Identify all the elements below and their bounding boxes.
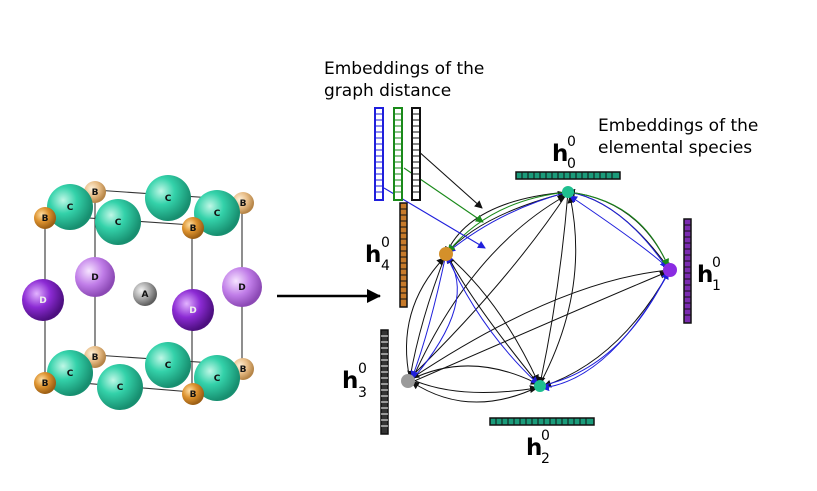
svg-text:h: h xyxy=(552,141,568,167)
svg-text:0: 0 xyxy=(381,235,390,251)
atom-c-front-bottom-right: C xyxy=(194,355,240,401)
svg-text:B: B xyxy=(240,199,247,209)
atom-d-middle-left-front: D xyxy=(22,279,64,321)
svg-text:4: 4 xyxy=(381,258,390,274)
svg-text:C: C xyxy=(165,194,172,204)
atom-b-front-top-right: B xyxy=(182,217,204,239)
graph-node-h2 xyxy=(534,380,546,392)
svg-text:D: D xyxy=(39,296,46,306)
svg-text:B: B xyxy=(190,390,197,400)
svg-text:h: h xyxy=(342,368,358,394)
atom-c-front-top-left: C xyxy=(47,184,93,230)
svg-text:C: C xyxy=(214,209,221,219)
embedding-vector-h4 xyxy=(399,202,408,308)
svg-text:0: 0 xyxy=(567,134,576,150)
svg-text:B: B xyxy=(240,365,247,375)
atom-b-front-bottom-left: B xyxy=(34,372,56,394)
svg-text:B: B xyxy=(42,379,49,389)
svg-text:2: 2 xyxy=(541,451,550,467)
atom-d-middle-right-back: D xyxy=(222,267,262,307)
graph-node-h3 xyxy=(401,374,415,388)
graph-edges xyxy=(406,188,671,403)
caption-elemental-species-line1: Embeddings of the xyxy=(598,116,758,136)
svg-text:h: h xyxy=(697,262,713,288)
svg-text:0: 0 xyxy=(358,361,367,377)
svg-text:0: 0 xyxy=(567,156,576,172)
svg-text:h: h xyxy=(365,242,381,268)
svg-text:0: 0 xyxy=(541,428,550,444)
embedding-vector-h0 xyxy=(515,171,621,180)
label-h1: h 0 1 xyxy=(697,255,721,294)
svg-text:A: A xyxy=(142,290,149,300)
atom-d-middle-left-back: D xyxy=(75,257,115,297)
svg-text:B: B xyxy=(92,188,99,198)
atom-c-front-top-center: C xyxy=(95,199,141,245)
atom-c-front-bottom-center: C xyxy=(97,364,143,410)
svg-text:0: 0 xyxy=(712,255,721,271)
svg-text:3: 3 xyxy=(358,385,367,401)
distance-embedding-black xyxy=(411,107,421,201)
svg-text:C: C xyxy=(67,369,74,379)
svg-text:D: D xyxy=(189,306,196,316)
caption-elemental-species-line2: elemental species xyxy=(598,138,752,158)
svg-text:C: C xyxy=(115,218,122,228)
svg-text:D: D xyxy=(238,283,245,293)
caption-graph-distance-line2: graph distance xyxy=(324,81,451,101)
svg-text:D: D xyxy=(91,273,98,283)
atom-b-front-bottom-right: B xyxy=(182,383,204,405)
label-h4: h 0 4 xyxy=(365,235,390,274)
svg-text:C: C xyxy=(117,383,124,393)
atom-b-front-top-left: B xyxy=(34,207,56,229)
graph-node-h4 xyxy=(439,247,453,261)
atom-c-front-top-right: C xyxy=(194,190,240,236)
label-h0: h 0 0 xyxy=(552,134,576,172)
atom-d-middle-right-front: D xyxy=(172,289,214,331)
svg-text:C: C xyxy=(165,361,172,371)
svg-text:C: C xyxy=(214,374,221,384)
label-h2: h 0 2 xyxy=(526,428,550,467)
svg-text:B: B xyxy=(190,224,197,234)
atom-c-front-bottom-left: C xyxy=(47,350,93,396)
label-h3: h 0 3 xyxy=(342,361,367,401)
embedding-vector-h1 xyxy=(683,218,692,324)
graph-node-h1 xyxy=(663,263,677,277)
atom-a-center: A xyxy=(133,282,157,306)
embedding-vector-h2 xyxy=(489,417,595,426)
svg-text:C: C xyxy=(67,203,74,213)
svg-text:B: B xyxy=(42,214,49,224)
svg-text:1: 1 xyxy=(712,278,721,294)
embedding-vector-h3 xyxy=(380,329,389,435)
distance-embedding-blue xyxy=(374,107,384,201)
graph-node-h0 xyxy=(562,186,574,198)
caption-graph-distance-line1: Embeddings of the xyxy=(324,59,484,79)
atom-c-back-top: C xyxy=(145,175,191,221)
crystal-cell: B B B B C C D D A D D xyxy=(22,175,262,410)
atom-c-back-bottom: C xyxy=(145,342,191,388)
svg-text:h: h xyxy=(526,435,542,461)
distance-embedding-green xyxy=(393,107,403,201)
svg-text:B: B xyxy=(92,353,99,363)
